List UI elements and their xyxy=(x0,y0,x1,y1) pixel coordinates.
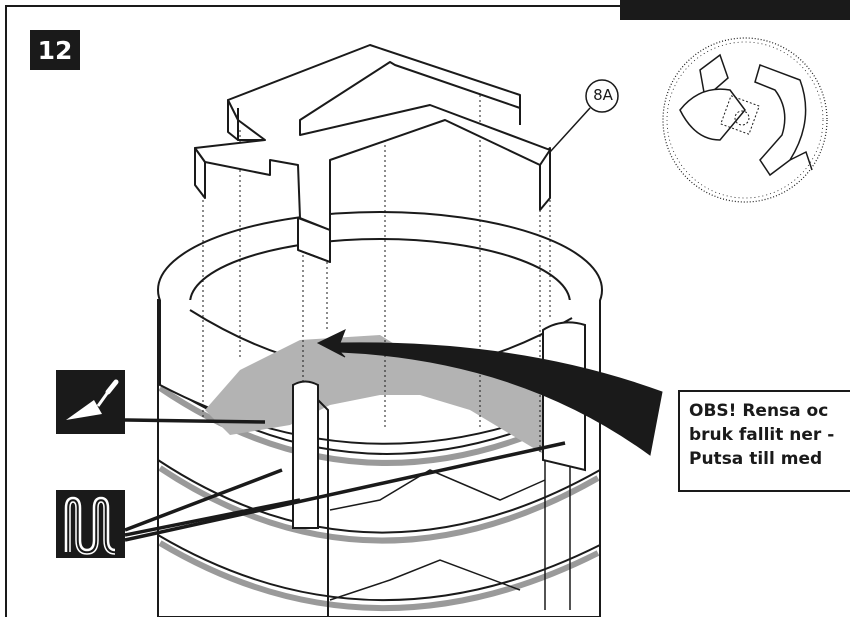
icon-leader-lines xyxy=(124,418,566,542)
heating-wire-icon xyxy=(56,490,125,558)
page-border xyxy=(5,5,850,617)
header-bar xyxy=(620,0,850,20)
magnified-detail xyxy=(662,37,828,203)
notice-line-1: OBS! Rensa oc xyxy=(689,401,829,421)
step-number-box: 12 xyxy=(30,30,80,70)
trowel-icon xyxy=(56,370,125,434)
notice-line-2: bruk fallit ner - xyxy=(689,425,835,445)
step-number: 12 xyxy=(37,35,73,65)
part-label-text: 8A xyxy=(593,86,613,104)
inspection-arrow xyxy=(316,329,663,456)
notice-line-3: Putsa till med xyxy=(689,449,823,469)
part-label-8A xyxy=(549,79,619,153)
cover-plate-8A xyxy=(194,44,551,263)
notice-box: OBS! Rensa oc bruk fallit ner - Putsa ti… xyxy=(678,390,850,492)
